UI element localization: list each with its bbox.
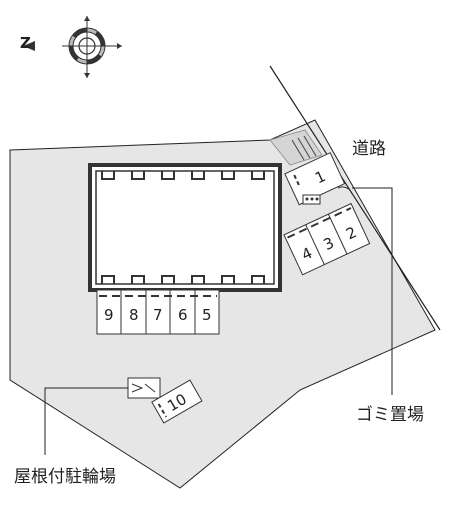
road-label: 道路 bbox=[352, 139, 386, 159]
compass-rose-icon bbox=[23, 16, 122, 78]
parking-space-label: 7 bbox=[153, 306, 163, 324]
bike-leader-line bbox=[44, 387, 128, 455]
parking-row-bottom: 9 8 7 6 5 bbox=[96, 289, 220, 335]
garbage-leader-line bbox=[352, 187, 393, 395]
garbage-label: ゴミ置場 bbox=[356, 405, 424, 425]
road-edge-line bbox=[269, 65, 441, 331]
parking-space-label: 5 bbox=[202, 306, 212, 324]
parking-space-label: 9 bbox=[104, 306, 114, 324]
bike-parking-box bbox=[127, 377, 161, 399]
stairs bbox=[291, 135, 317, 161]
compass-north-letter: Z bbox=[20, 34, 31, 52]
bike-parking-label: 屋根付駐輪場 bbox=[14, 467, 116, 487]
parking-row-right: 4 3 2 bbox=[283, 202, 371, 276]
garbage-area bbox=[302, 186, 353, 205]
parking-space-label: 8 bbox=[129, 306, 139, 324]
building bbox=[88, 163, 282, 292]
parking-space-label: 6 bbox=[178, 306, 188, 324]
parking-space-1: 1 bbox=[284, 152, 346, 206]
